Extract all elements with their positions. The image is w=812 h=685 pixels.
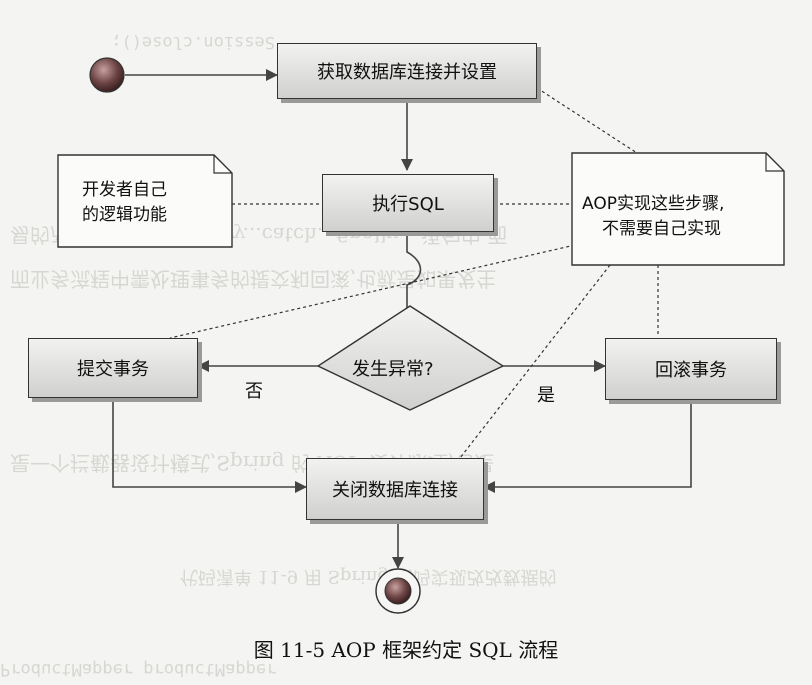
execute-sql-label: 执行SQL <box>372 194 444 215</box>
decision-diamond <box>316 305 505 411</box>
commit-label: 提交事务 <box>77 359 149 380</box>
developer-logic-note <box>57 154 233 248</box>
edge-execute-to-decision <box>401 232 422 323</box>
aop-steps-note-text: AOP实现这些步骤, 不需要自己实现 <box>582 192 724 242</box>
aop-steps-note <box>571 152 785 266</box>
aop-steps-line-2: 不需要自己实现 <box>602 219 721 239</box>
close-connection-label: 关闭数据库连接 <box>332 480 458 501</box>
get-connection-action: 获取数据库连接并设置 <box>277 43 537 99</box>
rollback-action: 回滚事务 <box>605 338 777 400</box>
end-node <box>384 577 412 605</box>
start-node <box>89 57 125 93</box>
note-anchor-aop-to-close <box>459 264 611 459</box>
note-anchor-aop-to-commit <box>169 244 576 339</box>
edge-commit-to-close <box>112 398 307 493</box>
get-connection-label: 获取数据库连接并设置 <box>317 62 497 83</box>
figure-caption: 图 11-5 AOP 框架约定 SQL 流程 <box>253 638 559 662</box>
rollback-label: 回滚事务 <box>655 360 727 381</box>
aop-steps-note-fold <box>765 153 784 172</box>
developer-logic-note-fold <box>213 155 232 174</box>
note-anchor-aop-to-connect <box>536 87 641 156</box>
developer-logic-note-text: 开发者自己 的逻辑功能 <box>82 178 167 228</box>
edge-rollback-to-close <box>483 400 692 493</box>
decision-label: 发生异常? <box>352 359 434 380</box>
execute-sql-action: 执行SQL <box>322 174 494 232</box>
no-branch-label: 否 <box>245 381 263 402</box>
yes-branch-label: 是 <box>537 385 555 406</box>
developer-logic-line-1: 开发者自己 <box>82 180 167 200</box>
developer-logic-line-2: 的逻辑功能 <box>82 205 167 225</box>
commit-action: 提交事务 <box>28 338 198 398</box>
aop-steps-line-1: AOP实现这些步骤, <box>582 194 725 214</box>
close-connection-action: 关闭数据库连接 <box>306 458 484 520</box>
